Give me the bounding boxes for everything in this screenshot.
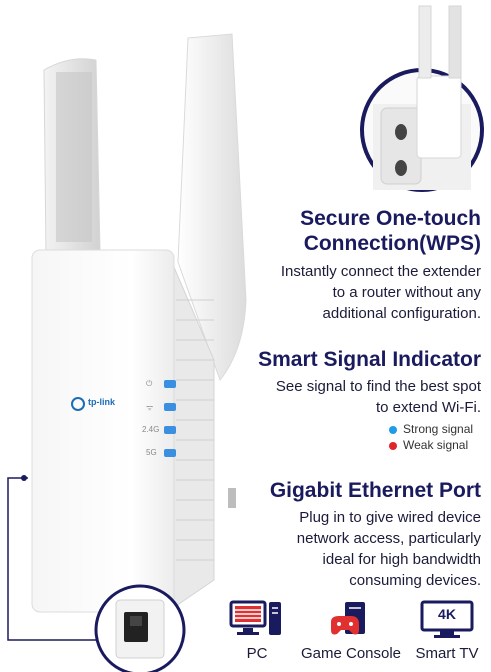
feature-signal-title: Smart Signal Indicator (258, 348, 481, 371)
feature-ethernet-title: Gigabit Ethernet Port (269, 479, 481, 502)
feature-wps-title: Secure One-touch Connection(WPS) (300, 207, 481, 255)
led-label-wifi: ᯤ (146, 403, 154, 412)
wall-outlet-zoom (360, 5, 484, 192)
led-label-power: ⏻ (146, 379, 153, 388)
legend-strong: Strong signal (389, 421, 485, 437)
feature-wps-description: Instantly connect the extender to a rout… (280, 263, 481, 322)
pc-icon (229, 600, 281, 635)
feature-ethernet-description: Plug in to give wired device network acc… (296, 509, 481, 589)
legend-weak: Weak signal (389, 437, 485, 453)
game-console-icon (331, 602, 365, 635)
signal-legend: Strong signal Weak signal (389, 421, 485, 453)
device-label-pc: PC (246, 645, 268, 662)
tv-4k-badge: 4K (438, 606, 456, 622)
weak-signal-dot (389, 441, 397, 450)
device-label-smart-tv: Smart TV (415, 645, 479, 662)
smart-tv-icon (420, 600, 474, 638)
led-label-24g: 2.4G (142, 425, 160, 434)
strong-signal-dot (389, 425, 397, 434)
led-label-5g: 5G (146, 448, 157, 457)
device-label-game-console: Game Console (300, 645, 402, 662)
feature-signal-description: See signal to find the best spot to exte… (275, 378, 481, 416)
extender-illustration (7, 33, 247, 672)
brand-logo: tp-link (88, 397, 115, 407)
